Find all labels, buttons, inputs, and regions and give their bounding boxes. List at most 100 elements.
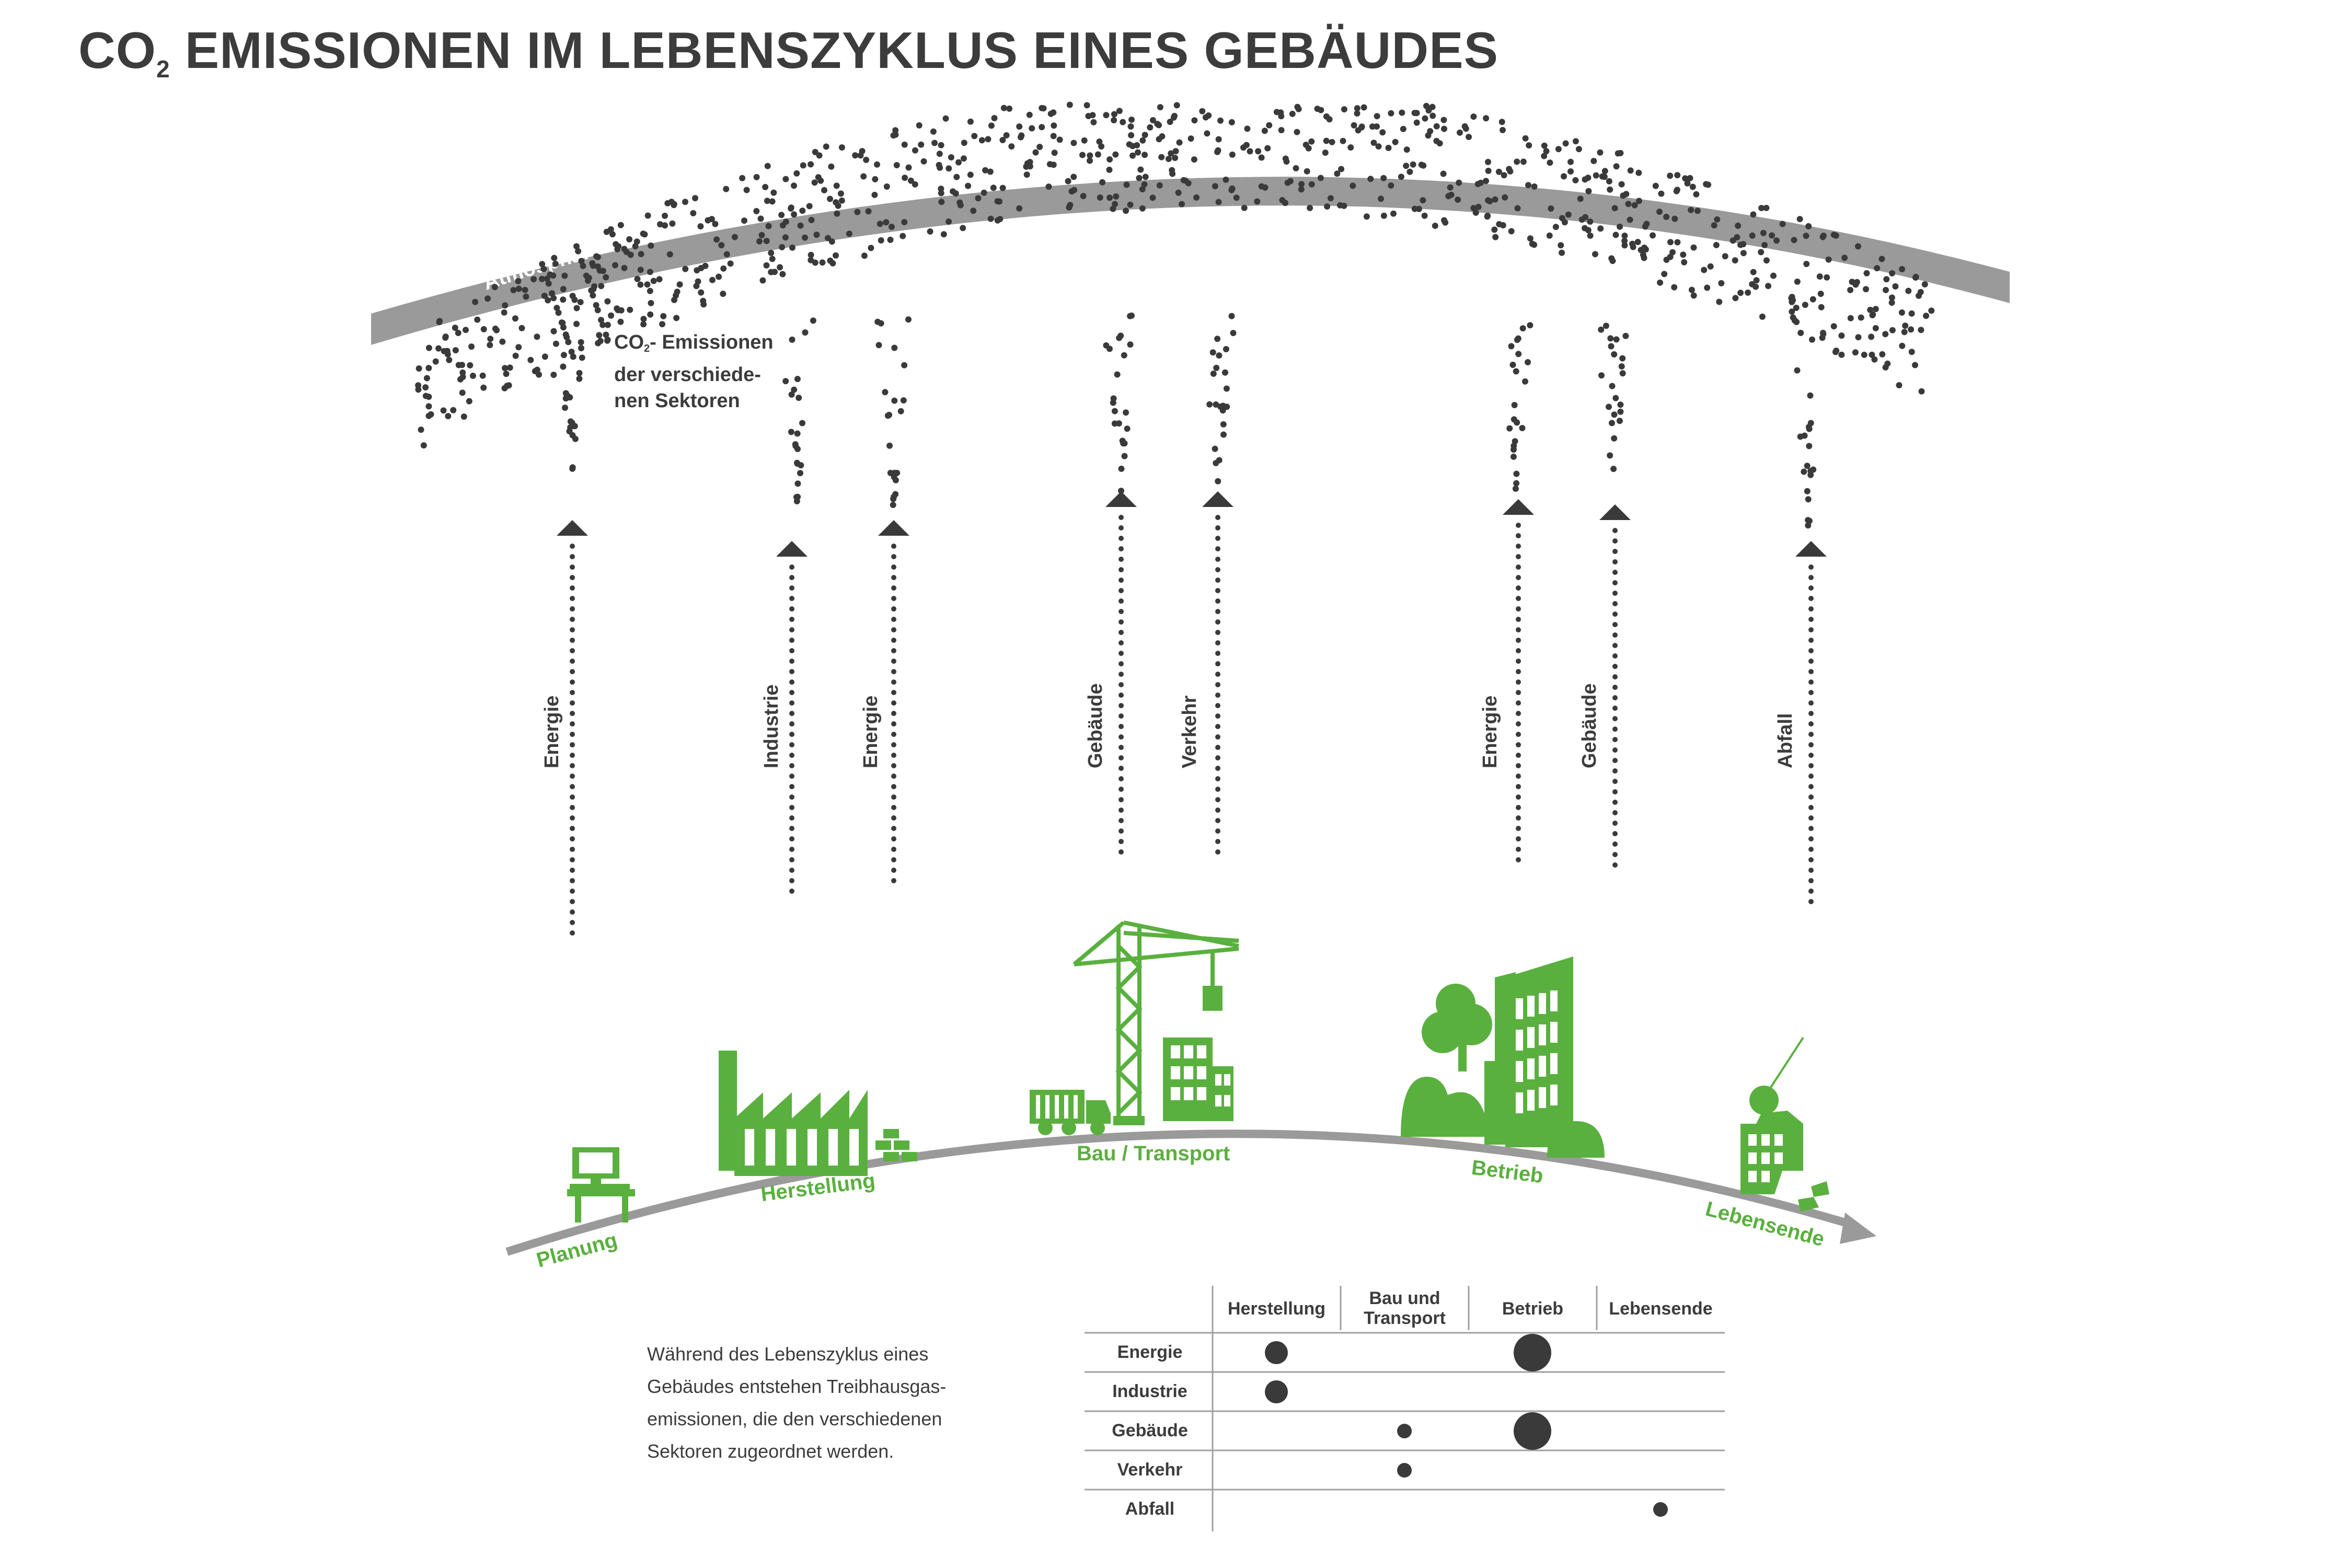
emission-dot bbox=[550, 372, 557, 378]
emission-dot bbox=[650, 278, 657, 284]
matrix-row-abfall: Abfall bbox=[1125, 1499, 1175, 1519]
emission-dot bbox=[1745, 289, 1751, 296]
emission-dot bbox=[861, 252, 868, 259]
emission-dot bbox=[1663, 214, 1670, 220]
emission-dot bbox=[1770, 272, 1777, 279]
emission-dot bbox=[1616, 418, 1623, 424]
emission-dot bbox=[1223, 385, 1230, 392]
emission-dot bbox=[1763, 204, 1770, 211]
emission-dot bbox=[1527, 235, 1534, 242]
emission-dot bbox=[817, 177, 824, 184]
emission-dot bbox=[957, 202, 964, 209]
arrow-head bbox=[776, 541, 808, 557]
emission-dot bbox=[1575, 146, 1582, 153]
matrix-dot bbox=[1514, 1412, 1551, 1450]
emission-dot bbox=[1818, 304, 1825, 310]
emission-dot bbox=[1514, 205, 1521, 212]
emission-dot bbox=[1173, 102, 1180, 109]
emission-dot bbox=[1485, 167, 1492, 174]
emission-dot bbox=[1116, 335, 1123, 341]
emission-dot bbox=[1531, 183, 1538, 190]
emission-dot bbox=[994, 198, 1001, 205]
emission-dot bbox=[459, 369, 466, 376]
emission-dot bbox=[450, 407, 457, 413]
emission-dot bbox=[510, 287, 517, 294]
emission-dot bbox=[1805, 223, 1812, 229]
emission-dot bbox=[1350, 182, 1356, 189]
emission-dot bbox=[1254, 198, 1261, 205]
emission-dot bbox=[501, 309, 508, 316]
emission-dot bbox=[1204, 130, 1210, 137]
emission-dot bbox=[1501, 172, 1507, 179]
emission-dot bbox=[1284, 179, 1291, 186]
emission-dot bbox=[1403, 163, 1410, 169]
emission-dot bbox=[1687, 175, 1693, 181]
office-tower-icon bbox=[1484, 956, 1573, 1147]
emission-dot bbox=[425, 412, 432, 419]
arrow-dot bbox=[1119, 766, 1124, 771]
emission-dot bbox=[1619, 370, 1626, 377]
emission-dot bbox=[1562, 140, 1569, 147]
sector-label-energie-1: Energie bbox=[541, 695, 563, 768]
emission-dot bbox=[1858, 314, 1864, 321]
emission-dot bbox=[531, 276, 537, 283]
emission-dot bbox=[1379, 129, 1386, 136]
emission-dot bbox=[1080, 193, 1087, 200]
emission-dot bbox=[1106, 156, 1113, 163]
emission-dot bbox=[1674, 172, 1681, 179]
arrow-dot bbox=[891, 732, 896, 737]
emission-dot bbox=[942, 115, 949, 122]
emission-dot bbox=[720, 265, 727, 272]
emission-dot bbox=[1436, 140, 1443, 147]
matrix-col-lebensende: Lebensende bbox=[1609, 1299, 1713, 1319]
emission-dot bbox=[887, 236, 894, 243]
emission-dot bbox=[1508, 343, 1515, 350]
emission-dot bbox=[863, 156, 870, 163]
emission-dot bbox=[900, 233, 906, 239]
emission-dot bbox=[965, 182, 972, 189]
emission-dot bbox=[596, 332, 603, 339]
emission-dot bbox=[823, 143, 829, 150]
emission-dot bbox=[1869, 351, 1875, 358]
emission-dot bbox=[970, 207, 977, 214]
arrow-dot bbox=[1808, 669, 1814, 674]
arrow-dot bbox=[570, 909, 575, 915]
emission-dot bbox=[1213, 364, 1220, 371]
arrow-dot bbox=[891, 805, 896, 810]
emission-dot bbox=[806, 203, 813, 210]
emission-dot bbox=[1142, 132, 1148, 139]
emission-dot bbox=[1209, 349, 1216, 356]
arrow-dot bbox=[1215, 849, 1220, 855]
emission-dot bbox=[1669, 249, 1676, 256]
arrow-dot bbox=[1119, 525, 1124, 531]
arrow-dot bbox=[1612, 779, 1618, 784]
arrow-dot bbox=[1516, 679, 1521, 685]
arrow-dot bbox=[1808, 763, 1814, 768]
emission-dot bbox=[936, 151, 943, 157]
emission-dot bbox=[522, 286, 528, 293]
emission-dot bbox=[1215, 136, 1222, 143]
emission-dot bbox=[1308, 181, 1315, 188]
arrow-dot bbox=[1516, 753, 1521, 758]
emission-dot bbox=[1512, 438, 1518, 445]
arrow-head bbox=[557, 520, 588, 536]
emission-dot bbox=[1514, 158, 1520, 165]
arrow-dot bbox=[1215, 630, 1220, 635]
emission-dot bbox=[1661, 271, 1668, 278]
arrow-dot bbox=[1119, 567, 1124, 572]
emission-dot bbox=[865, 208, 872, 215]
emission-dot bbox=[912, 181, 918, 188]
arrow-dot bbox=[789, 847, 794, 852]
emission-dot bbox=[1592, 251, 1598, 258]
emission-dot bbox=[1587, 232, 1594, 239]
emission-dot bbox=[626, 236, 633, 243]
emission-dot bbox=[1734, 234, 1740, 240]
emission-dot bbox=[1688, 206, 1694, 213]
arrow-dot bbox=[789, 753, 794, 758]
arrow-dot bbox=[570, 544, 575, 549]
emission-dot bbox=[1816, 273, 1823, 280]
emission-dot bbox=[739, 175, 746, 181]
emission-dot bbox=[627, 306, 633, 313]
emission-dot bbox=[1440, 117, 1447, 123]
lifecycle-ground-line bbox=[505, 1129, 1857, 1256]
